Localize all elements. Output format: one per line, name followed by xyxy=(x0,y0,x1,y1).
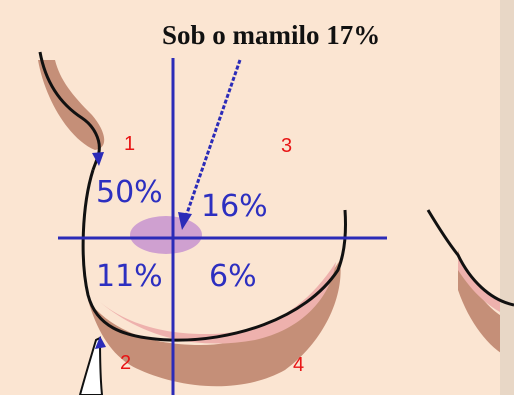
percent-upper-inner: 16% xyxy=(201,189,268,224)
quadrant-label-1: 1 xyxy=(124,133,135,155)
outline-arrow-upper xyxy=(92,152,104,166)
breast-outline xyxy=(81,169,347,342)
quadrant-label-2: 2 xyxy=(120,352,131,374)
breast-underside-pink xyxy=(92,262,336,344)
annotation-label: Sob o mamilo 17% xyxy=(162,20,380,50)
percent-upper-outer: 50% xyxy=(96,175,163,210)
percent-lower-outer: 11% xyxy=(96,259,163,294)
outline-arrow-lower xyxy=(95,336,106,349)
chest-bottom-wedge xyxy=(78,336,104,395)
areola xyxy=(130,216,202,254)
quadrant-label-3: 3 xyxy=(281,135,292,157)
annotation-arrow xyxy=(182,59,242,223)
side-strip xyxy=(500,0,514,395)
annotation-arrow-head xyxy=(178,212,192,230)
right-breast-outline xyxy=(426,209,514,307)
quadrant-label-4: 4 xyxy=(293,354,304,376)
percent-lower-inner: 6% xyxy=(209,259,257,294)
breast-underside-shadow xyxy=(88,260,341,387)
upper-shadow xyxy=(38,60,105,150)
